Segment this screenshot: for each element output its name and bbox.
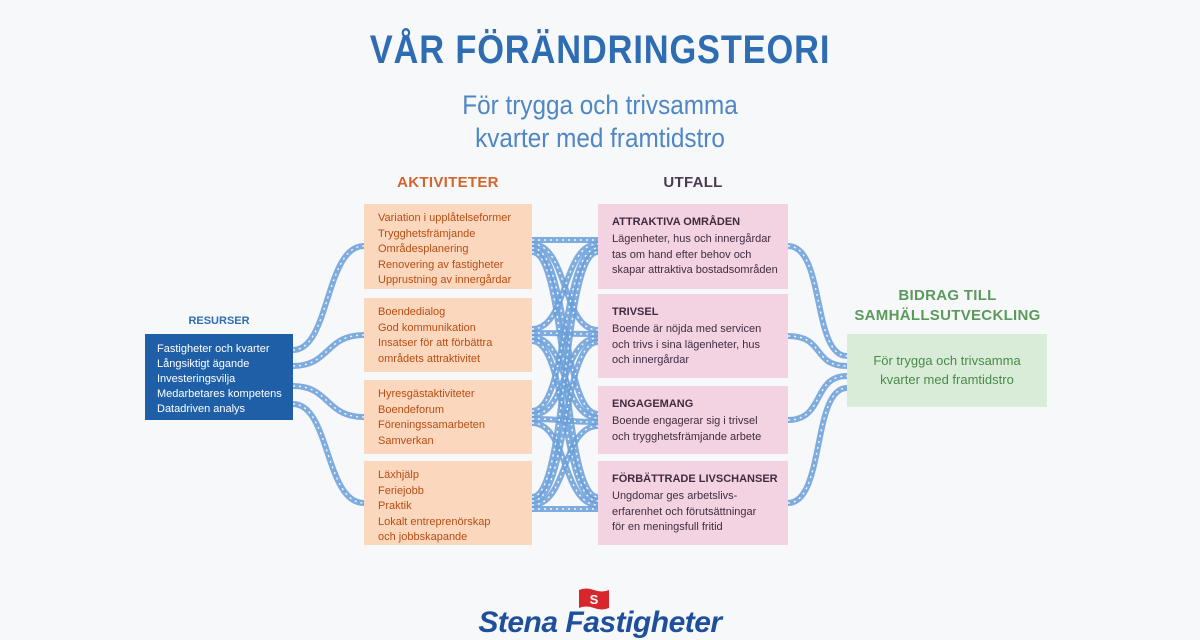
utfall-box-1: ATTRAKTIVA OMRÅDEN Lägenheter, hus och i… [598, 204, 788, 289]
flow-line-dots [787, 387, 848, 504]
flow-line [290, 332, 367, 369]
resurser-item: Datadriven analys [157, 403, 246, 415]
utfall-box-4: FÖRBÄTTRADE LIVSCHANSER Ungdomar ges arb… [598, 461, 788, 545]
flow-line [785, 333, 850, 369]
aktivitet-item: Renovering av fastigheter [378, 258, 504, 271]
aktiviteter-heading: AKTIVITETER [397, 174, 499, 191]
utfall-text: Lägenheter, hus och innergårdar [612, 233, 772, 245]
subtitle-line-1: För trygga och trivsamma [462, 90, 738, 120]
utfall-title: ATTRAKTIVA OMRÅDEN [612, 216, 741, 228]
utfall-title: FÖRBÄTTRADE LIVSCHANSER [612, 473, 778, 485]
flow-line-dots [292, 403, 365, 504]
utfall-text: Boende engagerar sig i trivsel [612, 415, 758, 427]
aktivitet-item: Praktik [378, 500, 412, 512]
flag-letter: S [590, 592, 599, 607]
resurser-box: Fastigheter och kvarter Långsiktigt ägan… [145, 334, 293, 420]
bidrag-box: För trygga och trivsamma kvarter med fra… [847, 334, 1047, 407]
aktivitet-item: Boendedialog [378, 306, 446, 318]
aktivitet-item: Samverkan [378, 434, 434, 447]
flow-line-dots [787, 245, 848, 357]
flow-line [529, 249, 601, 500]
logo-text: Stena Fastigheter [478, 606, 722, 639]
utfall-text: erfarenhet och förutsättningar [612, 505, 757, 518]
aktivitet-item: Hyresgästaktiviteter [378, 388, 475, 400]
resurser-label: RESURSER [188, 315, 250, 327]
utfall-title: TRIVSEL [612, 306, 659, 318]
bidrag-heading: BIDRAG TILL SAMHÄLLSUTVECKLING [840, 286, 1055, 326]
bidrag-heading-line-2: SAMHÄLLSUTVECKLING [854, 307, 1041, 324]
utfall-text: och trygghetsfrämjande arbete [612, 430, 762, 443]
aktivitet-box-4: Läxhjälp Feriejobb Praktik Lokalt entrep… [364, 461, 532, 545]
utfall-text: och trivs i sina lägenheter, hus [612, 338, 760, 351]
aktivitet-item: Lokalt entreprenörskap [378, 515, 491, 528]
flow-line-dots [531, 341, 599, 502]
flow-line-dots [292, 245, 365, 351]
aktivitet-item: Områdesplanering [378, 243, 469, 255]
aktivitet-item: God kommunikation [378, 321, 476, 334]
aktivitet-item: områdets attraktivitet [378, 352, 481, 365]
utfall-text: för en meningsfull fritid [612, 521, 723, 533]
resurser-item: Medarbetares kompetens [157, 388, 282, 400]
aktivitet-item: Feriejobb [378, 484, 424, 497]
flow-line [290, 383, 367, 420]
utfall-title: ENGAGEMANG [612, 398, 694, 410]
subtitle-line-2: kvarter med framtidstro [475, 123, 725, 153]
aktivitet-box-2: Boendedialog God kommunikation Insatser … [364, 298, 532, 372]
bidrag-text: För trygga och trivsamma [873, 353, 1021, 368]
utfall-box-3: ENGAGEMANG Boende engagerar sig i trivse… [598, 386, 788, 454]
page-title: VÅR FÖRÄNDRINGSTEORI [369, 28, 831, 72]
utfall-text: tas om hand efter behov och [612, 248, 752, 261]
aktivitet-item: Trygghetsfrämjande [378, 227, 476, 240]
utfall-box-2: TRIVSEL Boende är nöjda med servicen och… [598, 294, 788, 378]
aktivitet-item: och jobbskapande [378, 531, 468, 543]
flow-line [785, 373, 850, 423]
aktivitet-item: Boendeforum [378, 403, 445, 416]
flow-line-dots [531, 243, 599, 331]
aktivitet-box-3: Hyresgästaktiviteter Boendeforum Förenin… [364, 380, 532, 454]
resurser-item: Fastigheter och kvarter [157, 343, 270, 355]
flow-line [529, 245, 601, 414]
aktivitet-item: Upprustning av innergårdar [378, 274, 512, 286]
stena-flag-icon: S [579, 588, 609, 610]
utfall-text: och innergårdar [612, 354, 690, 366]
utfall-text: skapar attraktiva bostadsområden [612, 264, 778, 276]
resurser-item: Investeringsvilja [157, 373, 236, 385]
flow-line-dots [531, 243, 599, 330]
flow-line-dots [531, 425, 599, 506]
utfall-text: Boende är nöjda med servicen [612, 323, 762, 335]
aktivitet-item: Insatser för att förbättra [378, 337, 493, 349]
resurser-item: Långsiktigt ägande [157, 358, 250, 370]
utfall-text: Ungdomar ges arbetslivs- [612, 490, 738, 502]
bidrag-heading-line-1: BIDRAG TILL [898, 287, 997, 304]
aktivitet-box-1: Variation i upplåtelseformer Trygghetsfr… [364, 204, 532, 289]
aktivitet-item: Läxhjälp [378, 469, 419, 481]
aktivitet-item: Föreningssamarbeten [378, 419, 486, 431]
bidrag-text: kvarter med framtidstro [880, 372, 1014, 387]
utfall-heading: UTFALL [663, 174, 723, 191]
aktivitet-item: Variation i upplåtelseformer [378, 212, 512, 224]
